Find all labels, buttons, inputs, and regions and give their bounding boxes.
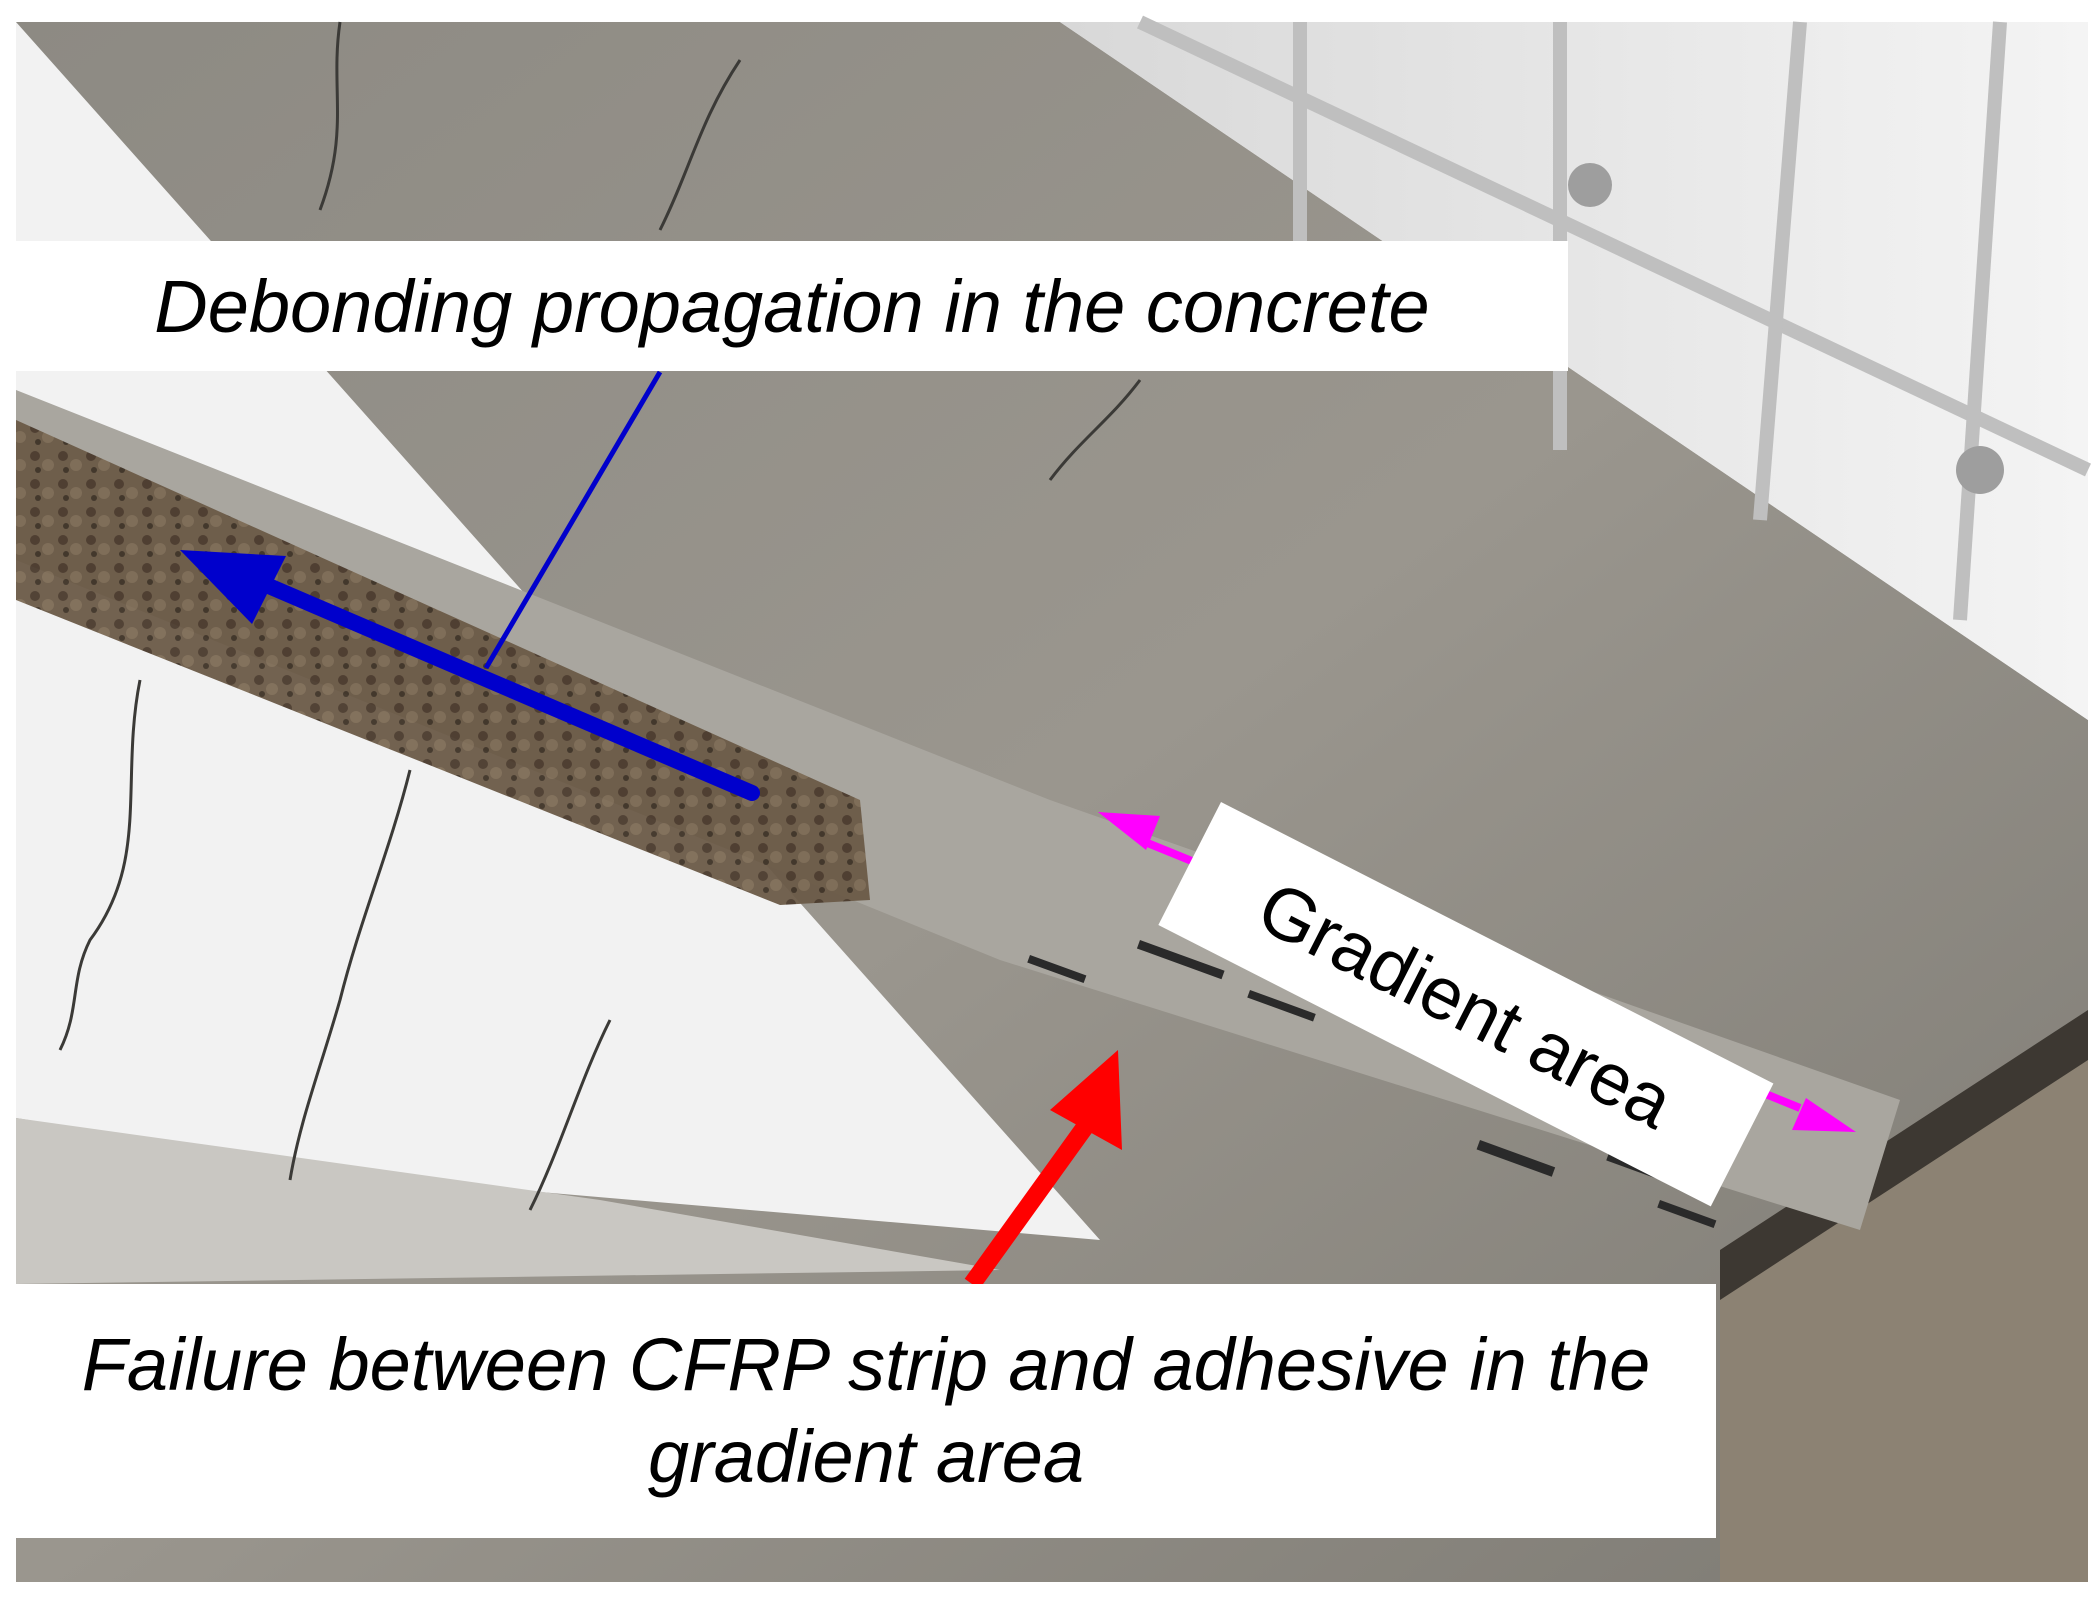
beam-shadow [1720,1010,2088,1300]
failure-label-line2: gradient area [647,1415,1085,1498]
debonding-leader-line [483,370,663,670]
debonding-arrow [180,370,760,801]
failure-arrow [964,1050,1122,1290]
steel-beams [1137,15,2091,621]
debonding-label-text: Debonding propagation in the concrete [154,264,1430,348]
cracks [58,21,1142,1211]
debonding-label: Debonding propagation in the concrete [16,241,1568,371]
beam-edge [1720,1060,2088,1582]
failure-label-line1: Failure between CFRP strip and adhesive … [81,1323,1651,1406]
concrete-lower-light [16,1118,1000,1284]
failure-label: Failure between CFRP strip and adhesive … [16,1284,1716,1538]
steel-deck [1060,22,2088,720]
bolt-plates [1568,163,2004,494]
